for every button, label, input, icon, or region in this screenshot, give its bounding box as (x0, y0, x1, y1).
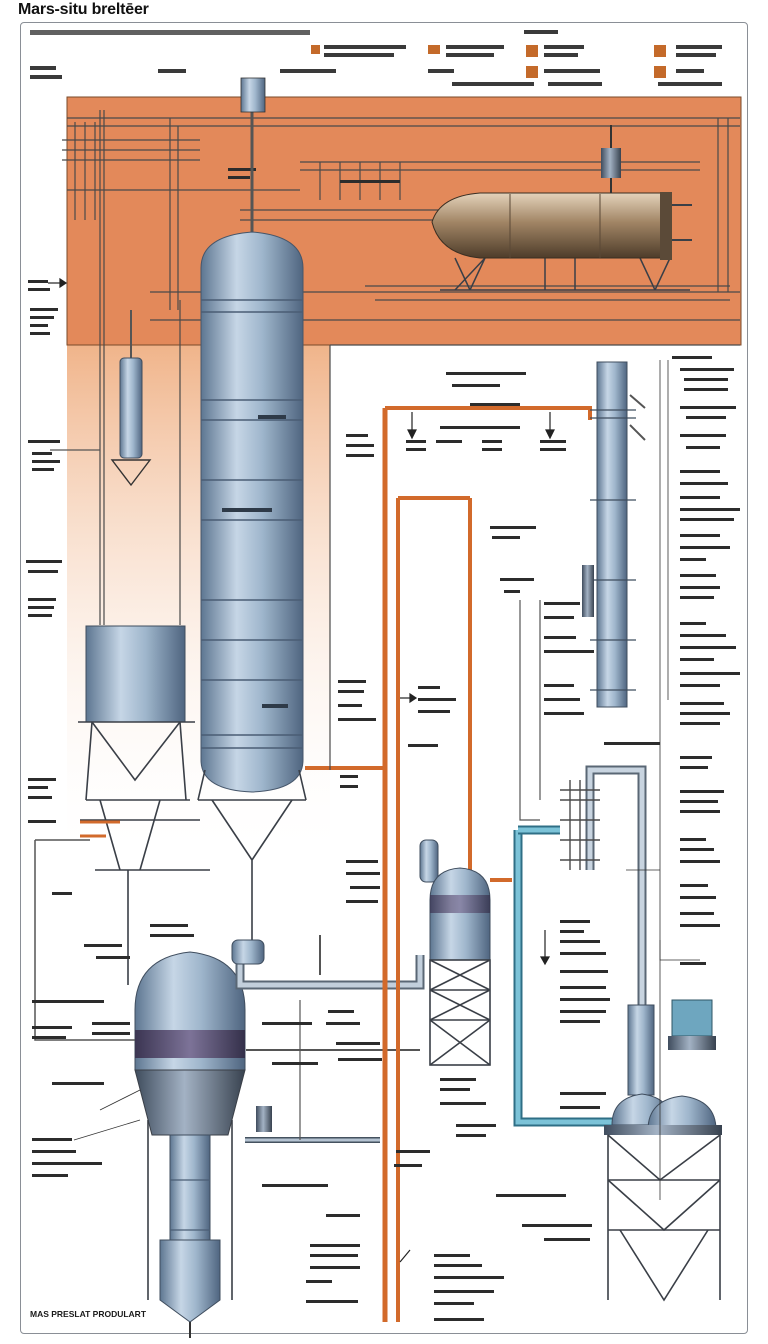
hanging-vessel (110, 310, 152, 487)
horizontal-storage-tank (431, 125, 692, 291)
main-distillation-column (197, 77, 307, 960)
lower-right-reactors (604, 999, 722, 1302)
header-annotations (30, 30, 722, 108)
arrow-icon (48, 277, 555, 1263)
top-pipe-grid (62, 117, 740, 321)
diagram-title: Mars-situ breltēer (14, 1, 153, 19)
legend-box-icon (311, 45, 666, 78)
right-stripper-column (519, 361, 646, 821)
top-grid-labels (28, 168, 400, 335)
leader-lines (73, 360, 700, 1200)
middle-separator-vessel (419, 839, 512, 1066)
right-annotations (496, 356, 740, 1241)
lower-reactor (134, 951, 380, 1338)
teal-recycle-line (513, 825, 620, 1127)
middle-annotations (32, 372, 594, 1321)
process-piping (34, 344, 740, 1322)
left-storage-silo (26, 110, 210, 985)
pipe-bridge-right (560, 765, 647, 1080)
diagram-footer-caption: MAS PRESLAT PRODULART (30, 1309, 147, 1319)
